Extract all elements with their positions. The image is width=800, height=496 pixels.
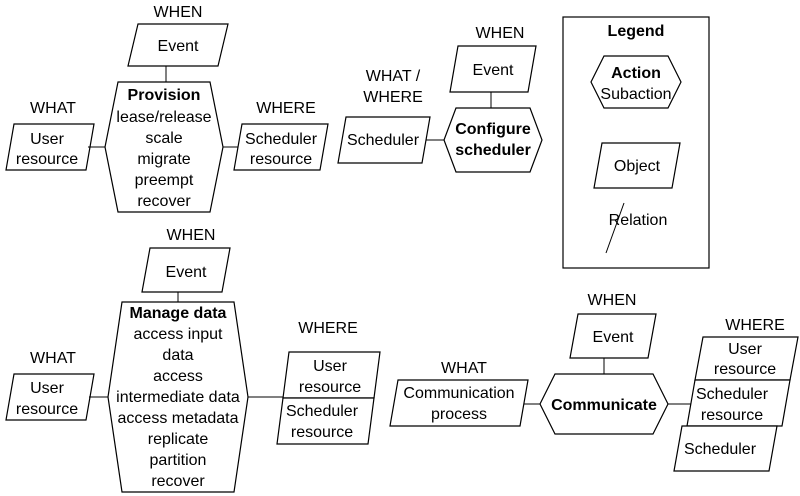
configure-object-label: Scheduler: [347, 132, 420, 149]
manage-where-1-line-1: User: [313, 358, 347, 375]
provision-where-object: [233, 123, 329, 171]
legend-object-shape: [593, 142, 681, 189]
legend-relation-label: Relation: [609, 212, 668, 229]
communicate-event-label: Event: [593, 329, 634, 346]
legend: Legend Action Subaction Object Relation: [562, 16, 710, 269]
manage-where-2-line-1: Scheduler: [286, 403, 359, 420]
legend-relation-line: [605, 202, 625, 254]
communicate-what-label: WHAT: [441, 360, 487, 377]
manage-subaction-1: access input: [134, 326, 223, 343]
communicate-event-box: [569, 313, 657, 359]
legend-title: Legend: [608, 23, 665, 40]
communicate-where-1-line-2: resource: [714, 361, 776, 378]
configure-action-line-2: scheduler: [455, 142, 531, 159]
communicate-what-object: [389, 379, 529, 427]
provision-subaction-4: preempt: [135, 172, 194, 189]
communicate-what-line-1: Communication: [403, 385, 514, 402]
provision-where-line-1: Scheduler: [245, 131, 318, 148]
configure-event-label: Event: [473, 62, 514, 79]
provision-when-label: WHEN: [154, 4, 203, 21]
provision-subaction-3: migrate: [137, 151, 190, 168]
communicate-where-1-line-1: User: [728, 341, 762, 358]
manage-where-label: WHERE: [298, 320, 358, 337]
legend-subaction-label: Subaction: [600, 86, 671, 103]
communicate-group: WHEN Event Communicate WHAT Communicatio…: [389, 292, 799, 472]
communicate-where-2-line-1: Scheduler: [696, 386, 769, 403]
configure-when-label: WHEN: [476, 25, 525, 42]
communicate-where-3-label: Scheduler: [684, 441, 757, 458]
manage-what-label: WHAT: [30, 350, 76, 367]
manage-event-label: Event: [166, 264, 207, 281]
manage-subaction-8: recover: [151, 473, 205, 490]
manage-action-label: Manage data: [130, 305, 227, 322]
configure-action-hexagon: [443, 107, 543, 173]
manage-where-2-line-2: resource: [291, 424, 353, 441]
provision-where-label: WHERE: [256, 100, 316, 117]
communicate-what-line-2: process: [431, 406, 487, 423]
configure-event-box: [449, 45, 537, 93]
provision-subaction-2: scale: [145, 130, 182, 147]
communicate-where-label: WHERE: [725, 317, 785, 334]
provision-where-line-2: resource: [250, 151, 312, 168]
manage-what-object: [5, 373, 95, 421]
provision-group: WHEN Event Provision lease/release scale…: [5, 4, 329, 213]
legend-action-label: Action: [611, 65, 661, 82]
provision-what-line-1: User: [30, 131, 64, 148]
legend-object-label: Object: [614, 158, 661, 175]
manage-subaction-3: access: [153, 368, 203, 385]
provision-subaction-5: recover: [137, 193, 191, 210]
manage-group: WHEN Event Manage data access input data…: [5, 227, 381, 493]
provision-subaction-1: lease/release: [116, 109, 211, 126]
configure-object: [337, 116, 431, 164]
legend-action-hexagon: [590, 55, 682, 109]
provision-event-box: [127, 23, 229, 67]
configure-what-where-line-2: WHERE: [363, 89, 423, 106]
communicate-where-object-2: [686, 379, 791, 427]
manage-subaction-4: intermediate data: [116, 389, 240, 406]
manage-subaction-2: data: [162, 347, 193, 364]
manage-what-line-2: resource: [16, 401, 78, 418]
provision-event-label: Event: [158, 38, 199, 55]
communicate-where-2-line-2: resource: [701, 407, 763, 424]
communicate-where-object-3: [673, 425, 778, 472]
manage-what-line-1: User: [30, 380, 64, 397]
configure-what-where-line-1: WHAT /: [366, 68, 421, 85]
provision-what-line-2: resource: [16, 151, 78, 168]
communicate-when-label: WHEN: [588, 292, 637, 309]
communicate-action-label: Communicate: [551, 397, 657, 414]
manage-subaction-6: replicate: [148, 431, 209, 448]
provision-what-object: [5, 123, 95, 171]
manage-subaction-7: partition: [150, 452, 207, 469]
manage-where-object-2: [276, 397, 375, 445]
provision-what-label: WHAT: [30, 100, 76, 117]
manage-when-label: WHEN: [167, 227, 216, 244]
configure-group: WHEN Event Configure scheduler WHAT / WH…: [337, 25, 543, 173]
manage-where-1-line-2: resource: [299, 379, 361, 396]
manage-event-box: [141, 247, 231, 293]
configure-action-line-1: Configure: [455, 121, 531, 138]
manage-subaction-5: access metadata: [118, 410, 239, 427]
provision-action-label: Provision: [128, 87, 201, 104]
